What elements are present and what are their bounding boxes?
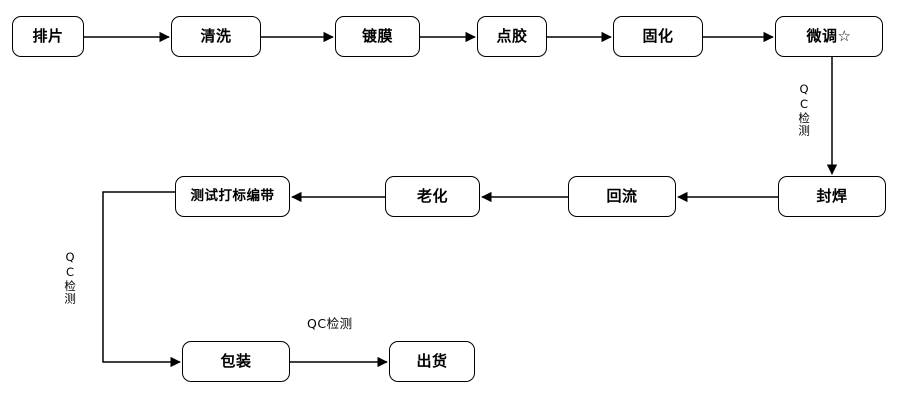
edge-label-qc-weitiao-fenghan: QC检测 <box>797 82 812 137</box>
node-fenghan-label: 封焊 <box>816 187 848 205</box>
node-laohua-label: 老化 <box>416 187 448 205</box>
node-qingxi-label: 清洗 <box>200 27 232 45</box>
node-mumo[interactable]: 镀膜 <box>335 16 420 57</box>
node-guhua[interactable]: 固化 <box>613 16 703 57</box>
node-fenghan[interactable]: 封焊 <box>778 176 886 217</box>
node-weitiao-label: 微调☆ <box>806 27 852 45</box>
node-paipian[interactable]: 排片 <box>12 16 84 57</box>
node-qingxi[interactable]: 清洗 <box>171 16 261 57</box>
node-chuhuo[interactable]: 出货 <box>389 341 475 382</box>
node-ceshi-dabiao-biandai[interactable]: 测试打标编带 <box>175 176 290 217</box>
node-huiliu[interactable]: 回流 <box>568 176 676 217</box>
node-baozhuang-label: 包装 <box>220 352 252 370</box>
node-dianjiao-label: 点胶 <box>496 27 528 45</box>
node-guhua-label: 固化 <box>642 27 674 45</box>
edge-label-qc-ceshi-baozhuang: QC检测 <box>63 250 78 305</box>
node-weitiao[interactable]: 微调☆ <box>775 16 883 57</box>
node-mumo-label: 镀膜 <box>361 27 393 45</box>
edge-label-qc-baozhuang-chuhuo: QC检测 <box>307 316 353 331</box>
node-chuhuo-label: 出货 <box>416 352 448 370</box>
node-baozhuang[interactable]: 包装 <box>182 341 290 382</box>
edge-ceshi-baozhuang <box>102 191 181 368</box>
node-laohua[interactable]: 老化 <box>385 176 480 217</box>
node-huiliu-label: 回流 <box>606 187 638 205</box>
node-dianjiao[interactable]: 点胶 <box>477 16 547 57</box>
node-ceshi-label: 测试打标编带 <box>190 187 275 204</box>
node-paipian-label: 排片 <box>32 27 64 45</box>
